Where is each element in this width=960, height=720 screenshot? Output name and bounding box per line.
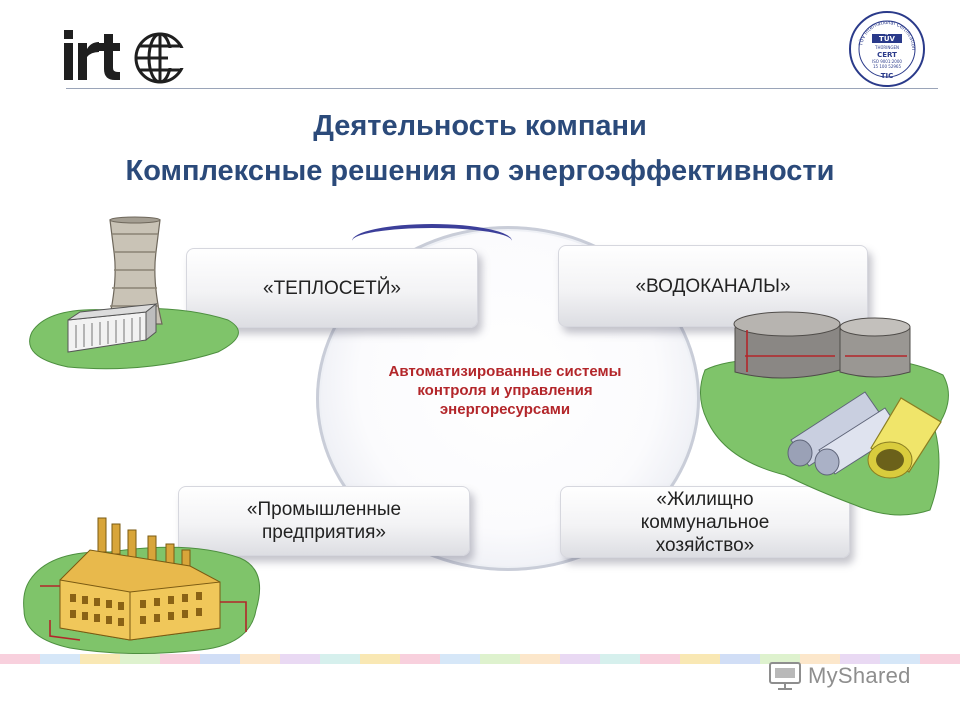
cert-org: TIC	[881, 72, 894, 80]
irtc-logo	[64, 30, 190, 84]
industrial-label-line-1: «Промышленные	[246, 499, 402, 520]
tuv-certification-seal: TÜV International Certification TÜV THÜR…	[849, 11, 925, 87]
power-plant-illustration	[29, 216, 239, 370]
cert-standard: ISO 9001:2000	[872, 59, 902, 64]
presentation-board-icon	[769, 662, 801, 690]
water-utilities-label: «ВОДОКАНАЛЫ»	[635, 275, 791, 297]
heat-networks-box: «ТЕПЛОСЕТЙ»	[186, 248, 478, 328]
housing-label-line-3: хозяйство»	[655, 534, 755, 556]
central-caption-line-3: энергоресурсами	[439, 401, 571, 418]
central-caption-line-1: Автоматизированные системы	[388, 363, 622, 380]
cert-number: 15 100 52965	[873, 64, 901, 69]
watermark-text: MyShared	[808, 663, 911, 688]
housing-utilities-box: «Жилищно коммунальное хозяйство»	[560, 486, 850, 558]
header-divider	[66, 88, 938, 89]
central-caption-line-2: контроля и управления	[417, 382, 593, 399]
water-utility-illustration	[700, 311, 949, 516]
factory-illustration	[23, 517, 261, 655]
cert-mark: CERT	[877, 51, 897, 59]
housing-label-line-2: коммунальное	[640, 511, 770, 533]
central-caption: Автоматизированные системы контроля и уп…	[340, 362, 670, 419]
cert-brand: TÜV	[879, 34, 895, 43]
cert-region: THÜRINGEN	[874, 45, 899, 50]
page-title: Деятельность компани	[313, 110, 647, 142]
decorative-stripe	[0, 654, 960, 664]
myshared-watermark: MyShared	[768, 656, 928, 696]
housing-label-line-1: «Жилищно	[656, 488, 754, 510]
industrial-label-line-2: предприятия»	[261, 522, 387, 543]
heat-networks-label: «ТЕПЛОСЕТЙ»	[263, 277, 401, 299]
page-subtitle: Комплексные решения по энергоэффективнос…	[125, 155, 835, 187]
water-utilities-box: «ВОДОКАНАЛЫ»	[558, 245, 868, 327]
industrial-enterprises-box: «Промышленные предприятия»	[178, 486, 470, 556]
